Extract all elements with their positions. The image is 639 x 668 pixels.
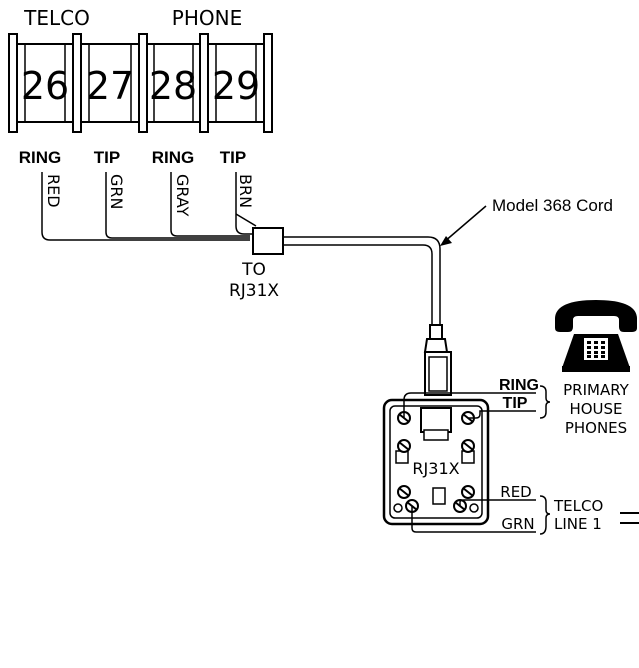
screw-terminal-icon: [461, 485, 475, 499]
destination-primary: PRIMARY: [563, 381, 630, 399]
destination-house: HOUSE: [569, 400, 622, 418]
wire-color-28: GRAY: [173, 174, 192, 217]
terminal-number: 27: [86, 64, 134, 108]
cord-label-leader: [443, 205, 487, 243]
arrow-head-icon: [440, 236, 452, 246]
terminal-cell: [207, 43, 265, 123]
jack-socket: [420, 407, 452, 433]
wire-function-27: TIP: [94, 148, 120, 167]
wire-color-29: BRN: [236, 174, 255, 208]
wire-gray: [170, 172, 250, 237]
contact-square: [432, 487, 446, 505]
group-label-phone: PHONE: [172, 6, 242, 30]
terminal-block: TELCO PHONE 26 27 28: [8, 6, 273, 133]
wire-brown-lead: [235, 213, 257, 227]
wire-color-26: RED: [44, 174, 63, 208]
wire-function-26: RING: [19, 148, 62, 167]
screw-terminals: [397, 411, 475, 513]
connector-label-line2: RJ31X: [229, 281, 279, 301]
jack-red-label: RED: [500, 483, 531, 501]
wire-bundle: [41, 172, 257, 241]
terminal-separator: [138, 33, 148, 133]
destination-phones: PHONES: [565, 419, 627, 437]
terminal-28: 28: [146, 43, 201, 123]
terminal-number: 26: [21, 64, 69, 108]
telephone-icon: [555, 300, 637, 372]
terminal-separator: [72, 33, 82, 133]
brace-icon: [539, 385, 551, 419]
connector-label-line1: TO: [241, 260, 266, 280]
jack-label: RJ31X: [412, 459, 459, 478]
destination-telco: TELCO: [553, 497, 603, 515]
small-connector-icon: [252, 227, 284, 255]
terminal-cell: [80, 43, 140, 123]
terminal-cell: [16, 43, 74, 123]
terminal-separator: [263, 33, 273, 133]
modular-plug-icon: [423, 324, 452, 396]
screw-terminal-icon: [397, 485, 411, 499]
brace-icon: [539, 495, 551, 535]
jack-ring-label: RING: [499, 377, 539, 394]
wire-green: [105, 172, 250, 239]
terminal-26: 26: [16, 43, 74, 123]
terminal-separator: [199, 33, 209, 133]
terminal-number: 29: [212, 64, 260, 108]
ground-icon: [620, 512, 639, 524]
mounting-hole: [393, 503, 403, 513]
wire-color-27: GRN: [107, 174, 126, 209]
wire-function-29: TIP: [220, 148, 246, 167]
destination-line1: LINE 1: [554, 515, 602, 533]
contact-square: [395, 450, 409, 464]
terminal-separator: [8, 33, 18, 133]
wire-brown: [235, 172, 252, 235]
terminal-27: 27: [80, 43, 140, 123]
group-label-telco: TELCO: [23, 6, 90, 30]
mounting-hole: [469, 503, 479, 513]
model-368-cord: [283, 236, 441, 325]
wire-function-28: RING: [152, 148, 195, 167]
terminal-29: 29: [207, 43, 265, 123]
telco-wires: [411, 499, 536, 533]
wire-red: [41, 172, 250, 241]
terminal-cell: [146, 43, 201, 123]
jack-grn-label: GRN: [501, 515, 534, 533]
screw-terminal-icon: [397, 439, 411, 453]
house-phone-wires: [403, 392, 536, 419]
jack-tip-label: TIP: [503, 395, 528, 412]
cord-label: Model 368 Cord: [492, 196, 613, 215]
terminal-number: 28: [149, 64, 197, 108]
screw-terminal-icon: [461, 439, 475, 453]
